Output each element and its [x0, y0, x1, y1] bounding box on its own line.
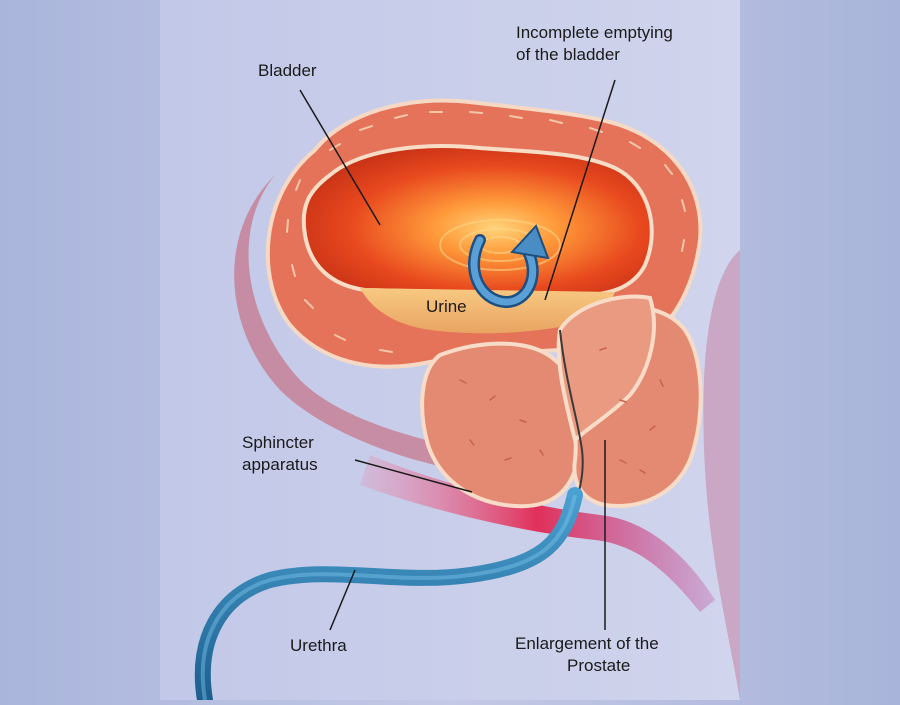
- incomplete-emptying-leader: [544, 79, 616, 301]
- sphincter-label: Sphincter apparatus: [242, 433, 318, 474]
- urethra-tube: [194, 487, 583, 705]
- wall-texture: [286, 111, 686, 353]
- prostate-left-lobe: [420, 341, 582, 509]
- bladder-cavity: [301, 144, 654, 298]
- bladder-leader: [299, 89, 381, 226]
- leader-lines: [299, 79, 616, 631]
- prostate-label: Enlargement of the Prostate: [515, 634, 659, 675]
- bladder-label: Bladder: [258, 61, 317, 80]
- urine-pool: [360, 288, 615, 334]
- prostate-texture: [459, 347, 664, 474]
- urethra-highlight: [200, 494, 577, 701]
- urine-label: Urine: [426, 297, 467, 316]
- sphincter-leader: [354, 459, 473, 493]
- sphincter-band: [360, 455, 715, 612]
- incomplete-emptying-label: Incomplete emptying of the bladder: [516, 23, 673, 64]
- prostate-upper-lobe: [556, 294, 656, 444]
- urethra-leader: [329, 569, 356, 631]
- rectum-tissue: [703, 250, 740, 700]
- curved-arrow-icon: [468, 224, 550, 308]
- urethra-label: Urethra: [290, 636, 347, 655]
- bladder-shadow: [234, 175, 470, 470]
